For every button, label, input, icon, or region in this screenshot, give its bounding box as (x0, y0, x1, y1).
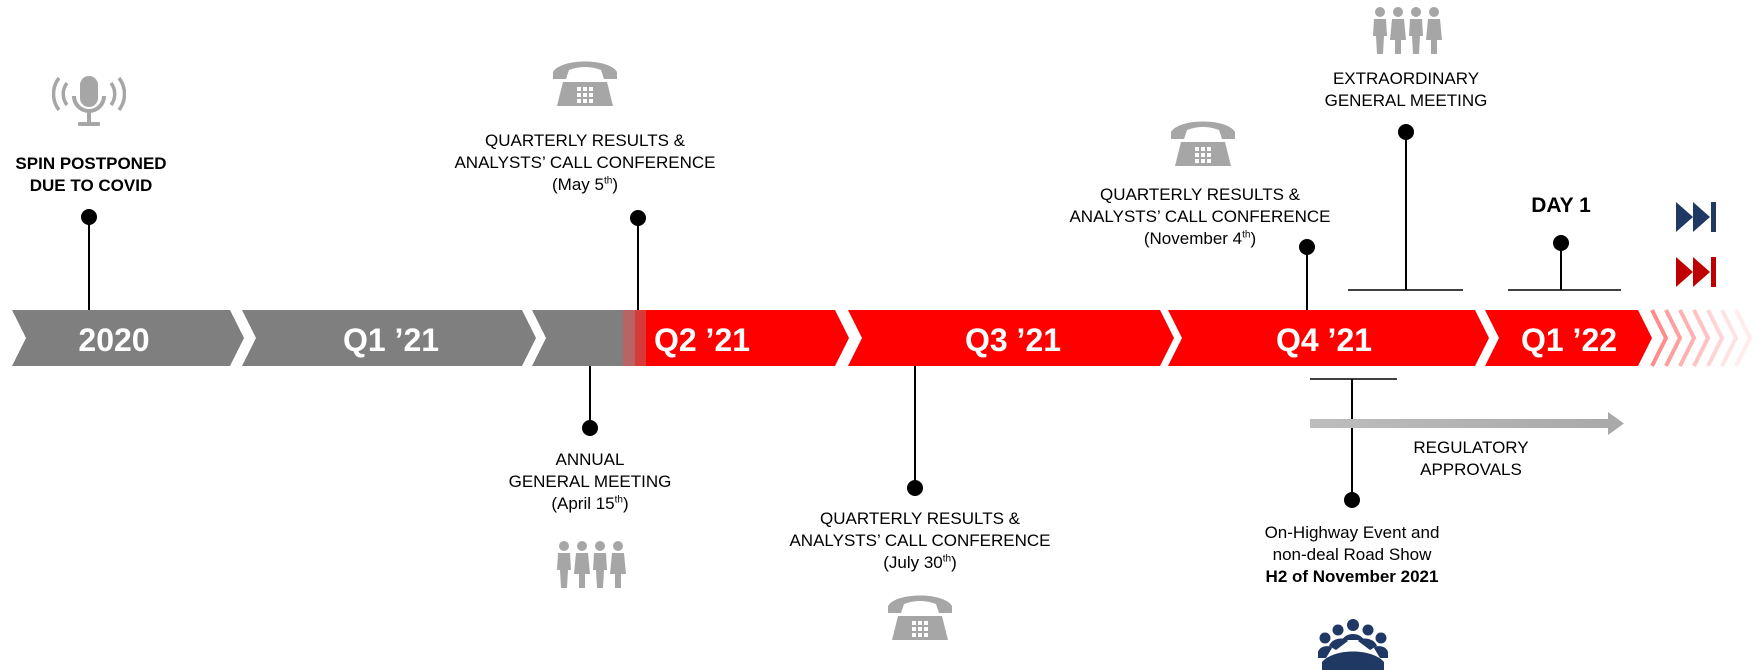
people-group-icon-egm (1373, 7, 1442, 54)
q-results-nov-label: QUARTERLY RESULTS & ANALYSTS’ CALL CONFE… (1050, 184, 1350, 250)
q-results-nov-date-text: (November 4 (1143, 229, 1243, 248)
agm-date-close: ) (622, 494, 629, 513)
day1-label: DAY 1 (1531, 194, 1591, 217)
q-results-jul-label: QUARTERLY RESULTS & ANALYSTS’ CALL CONFE… (770, 508, 1070, 574)
telephone-icon-may (553, 61, 617, 106)
chevron-q4-21 (1168, 310, 1489, 366)
q-results-jul-line2: ANALYSTS’ CALL CONFERENCE (789, 531, 1051, 550)
spin-postponed-line2: DUE TO COVID (29, 176, 153, 195)
agm-date: (April 15th) (490, 493, 690, 515)
fading-chevrons (1650, 309, 1753, 367)
transition-band-2 (635, 310, 647, 366)
road-show-line3: H2 of November 2021 (1265, 567, 1439, 586)
period-label-2020: 2020 (78, 322, 149, 358)
agm-label: ANNUAL GENERAL MEETING (April 15th) (490, 449, 690, 515)
q-results-jul-date: (July 30th) (770, 552, 1070, 574)
regulatory-approvals-label: REGULATORY APPROVALS (1371, 437, 1571, 481)
spin-postponed-line1: SPIN POSTPONED (15, 154, 167, 173)
period-label-q3-21: Q3 ’21 (965, 322, 1061, 358)
road-show-line2: non-deal Road Show (1272, 545, 1432, 564)
fast-forward-navy-icon (1676, 202, 1716, 232)
regulatory-line2: APPROVALS (1420, 460, 1522, 479)
pin-spin-postponed (81, 209, 97, 310)
pin-egm (1348, 124, 1463, 291)
chevron-2020 (12, 310, 244, 366)
q-results-jul-line1: QUARTERLY RESULTS & (820, 509, 1020, 528)
telephone-icon-jul (888, 595, 952, 640)
period-label-q2-21: Q2 ’21 (654, 322, 750, 358)
spin-postponed-label: SPIN POSTPONED DUE TO COVID (0, 153, 182, 197)
road-show-line1: On-Highway Event and (1264, 523, 1440, 542)
q-results-may-line1: QUARTERLY RESULTS & (485, 131, 685, 150)
pin-agm (582, 366, 598, 436)
chevron-q1-22 (1485, 310, 1652, 366)
regulatory-approvals-arrow (1310, 412, 1624, 435)
fast-forward-red-icon (1676, 257, 1716, 287)
road-show-label: On-Highway Event and non-deal Road Show … (1232, 522, 1472, 588)
q-results-nov-date-sup: th (1242, 229, 1251, 241)
egm-line1: EXTRAORDINARY (1332, 69, 1480, 88)
q-results-may-line2: ANALYSTS’ CALL CONFERENCE (454, 153, 716, 172)
q-results-jul-date-text: (July 30 (883, 553, 943, 572)
telephone-icon-nov (1171, 121, 1235, 166)
pin-road-show (1310, 378, 1397, 508)
pin-q-results-jul (907, 366, 923, 496)
egm-label: EXTRAORDINARY GENERAL MEETING (1306, 68, 1506, 112)
q-results-may-date-close: ) (612, 175, 618, 194)
q-results-may-date-sup: th (603, 175, 613, 187)
egm-line2: GENERAL MEETING (1324, 91, 1488, 110)
agm-line1: ANNUAL (555, 450, 625, 469)
chevron-q1-21 (242, 310, 536, 366)
agm-date-sup: th (614, 494, 623, 506)
meeting-table-icon (1318, 619, 1388, 670)
q-results-nov-line1: QUARTERLY RESULTS & (1100, 185, 1300, 204)
q-results-may-label: QUARTERLY RESULTS & ANALYSTS’ CALL CONFE… (435, 130, 735, 196)
q-results-nov-date: (November 4th) (1050, 228, 1350, 250)
chevron-q2-21 (646, 310, 849, 366)
q-results-jul-date-close: ) (951, 553, 957, 572)
regulatory-line1: REGULATORY (1413, 438, 1529, 457)
chevron-q2-21-gray-part (532, 310, 625, 366)
q-results-nov-line2: ANALYSTS’ CALL CONFERENCE (1069, 207, 1331, 226)
people-group-icon-agm (557, 541, 626, 588)
pin-q-results-may (630, 210, 646, 310)
q-results-nov-date-close: ) (1250, 229, 1257, 248)
q-results-may-date: (May 5th) (435, 174, 735, 196)
period-label-q1-21: Q1 ’21 (343, 322, 439, 358)
pin-q-results-nov (1299, 239, 1315, 310)
q-results-jul-date-sup: th (942, 553, 952, 565)
microphone-icon (52, 76, 126, 126)
period-label-q4-21: Q4 ’21 (1276, 322, 1372, 358)
agm-line2: GENERAL MEETING (508, 472, 672, 491)
chevron-q3-21 (848, 310, 1174, 366)
pin-day1 (1508, 235, 1621, 291)
agm-date-text: (April 15 (551, 494, 615, 513)
q-results-may-date-text: (May 5 (552, 175, 604, 194)
transition-band-1 (623, 310, 635, 366)
period-label-q1-22: Q1 ’22 (1521, 322, 1617, 358)
